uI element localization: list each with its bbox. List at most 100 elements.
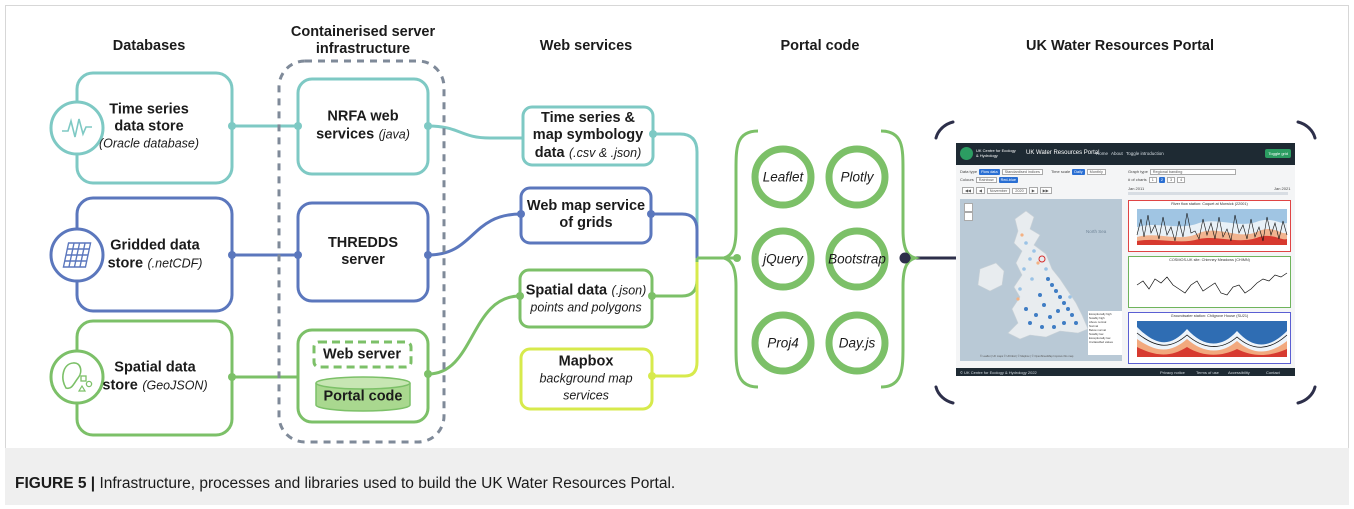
map-label-sea: North Sea [1086,229,1107,234]
portal-footer-accessibility[interactable]: Accessibility [1228,370,1250,375]
library-dayjs: Day.js [838,335,876,351]
service-timeseries-line3: data [534,145,565,161]
data-type-label: Data type [960,169,978,174]
portal-map[interactable]: North Sea Exceptionally high Notably hig… [960,199,1122,361]
database-cylinder-icon [315,376,411,412]
connector-webserver-spatial-service [427,294,521,376]
db-timeseries-subtitle: (Oracle database) [98,136,200,151]
num-charts-4[interactable]: 4 [1177,177,1186,183]
connector-nrfa-timeseries-service [427,124,523,140]
legend-item-0: Exceptionally high [1089,312,1112,316]
portal-footer: © UK Centre for Ecology & Hydrology 2022… [956,368,1295,376]
library-ring-dayjs [825,311,889,375]
service-mapbox-line3: services [563,388,609,403]
num-charts-1[interactable]: 1 [1148,177,1157,183]
portal-footer-privacy[interactable]: Privacy notice [1160,370,1185,375]
service-spatial-line2: points and polygons [530,300,642,315]
connector-mapbox-portal [652,262,699,378]
portal-plot-groundwater: Groundwater station: Chilgrove House (SU… [1128,312,1291,364]
header-containerised: Containerised server infrastructure [291,24,435,58]
graph-type-select[interactable]: Regional banding [1149,169,1236,175]
legend-item-4: Below normal [1089,328,1106,332]
portal-frame-brackets [934,120,1317,405]
month-select[interactable]: November [986,188,1011,194]
header-databases: Databases [112,38,186,54]
plot-title-groundwater: Groundwater station: Chilgrove House (SU… [1170,314,1249,318]
portal-code-right-brace [880,129,921,389]
container-infrastructure [277,59,446,444]
service-spatial-line1: Spatial data [525,282,608,299]
library-ring-bootstrap [825,227,889,291]
portal-navbar: UK Centre for Ecology & Hydrology UK Wat… [956,143,1295,165]
server-thredds-line2: server [341,252,385,268]
service-timeseries-line1: Time series & [540,110,636,126]
portal-nav-toggle-intro[interactable]: Toggle introduction [1126,151,1164,156]
header-containerised-line1: Containerised server [290,24,436,40]
portal-nav-home[interactable]: Home [1096,151,1109,156]
num-charts-2[interactable]: 2 [1158,177,1165,183]
portal-footer-contact[interactable]: Contact [1266,370,1280,375]
year-select[interactable]: 2020 [1012,188,1027,194]
header-portal: UK Water Resources Portal [1025,38,1215,54]
service-wms-label: Web map service of grids [527,198,645,232]
db-gridded-title2: store [107,255,144,272]
library-proj4: Proj4 [767,335,799,351]
time-scale-monthly[interactable]: Monthly [1086,169,1106,175]
portal-date-range-end: Jan 2021 [1274,186,1291,191]
portal-toggle-grid-button[interactable]: Toggle grid [1265,149,1291,158]
spatial-shape-icon [49,349,105,405]
colours-label: Colours [960,177,974,182]
header-web-services: Web services [539,38,633,54]
graph-type-label: Graph type [1128,169,1148,174]
plot-title-river-flow: River flow station: Coquet at Morwick (2… [1171,202,1248,206]
colour-rainbow[interactable]: Rainbow [975,177,997,183]
data-type-indices[interactable]: Standardised indices [1001,169,1043,175]
legend-item-2: Above normal [1089,320,1107,324]
server-thredds-line1: THREDDS [327,235,399,251]
legend-item-5: Notably low [1089,332,1104,336]
portal-plot-river-flow: River flow station: Coquet at Morwick (2… [1128,200,1291,252]
ukceh-logo-icon [960,147,973,160]
service-mapbox-line2: background map [539,371,633,386]
connector-wms-portal [651,212,699,258]
colour-redblue[interactable]: Red-blue [998,177,1018,183]
portal-footer-copyright: © UK Centre for Ecology & Hydrology 2022 [960,370,1037,375]
service-spatial-format: (.json) [611,283,647,298]
data-type-flow[interactable]: Flow data [979,169,1000,175]
db-timeseries-title1: Time series [109,101,189,118]
library-ring-jquery [751,227,815,291]
time-scale-label: Time scale [1051,169,1071,174]
portal-code-db-label: Portal code [324,389,403,406]
db-gridded-title1: Gridded data [110,237,200,254]
portal-date-slider[interactable] [1128,192,1288,195]
server-nrfa-line2: services [316,126,375,143]
map-search-icon[interactable] [964,203,973,212]
portal-footer-terms[interactable]: Terms of use [1196,370,1219,375]
legend-item-6: Exceptionally low [1089,336,1111,340]
db-spatial-label: Spatial data store (GeoJSON) [102,360,207,395]
library-ring-plotly [825,145,889,209]
db-timeseries-title2: data store [114,118,184,135]
caption-bar [5,448,1349,505]
service-mapbox-label: Mapbox background map services [539,354,632,405]
portal-title: UK Water Resources Portal [1026,150,1100,156]
map-locate-icon[interactable] [964,212,973,221]
server-thredds-label: THREDDS server [328,235,398,269]
db-spatial-subtitle: (GeoJSON) [142,378,208,393]
web-server-text: Web server [323,346,401,363]
portal-nav-about[interactable]: About [1111,151,1123,156]
db-gridded-label: Gridded data store (.netCDF) [108,238,203,273]
web-server-box [312,340,413,369]
connector-thredds-wms [427,212,522,257]
db-spatial-title2: store [102,377,138,394]
time-scale-daily[interactable]: Daily [1072,169,1085,175]
server-nrfa-label: NRFA web services (java) [316,109,410,144]
caption-label: FIGURE 5 | [15,475,96,492]
num-charts-3[interactable]: 3 [1166,177,1176,183]
service-timeseries-label: Time series & map symbology data (.csv &… [533,110,643,162]
